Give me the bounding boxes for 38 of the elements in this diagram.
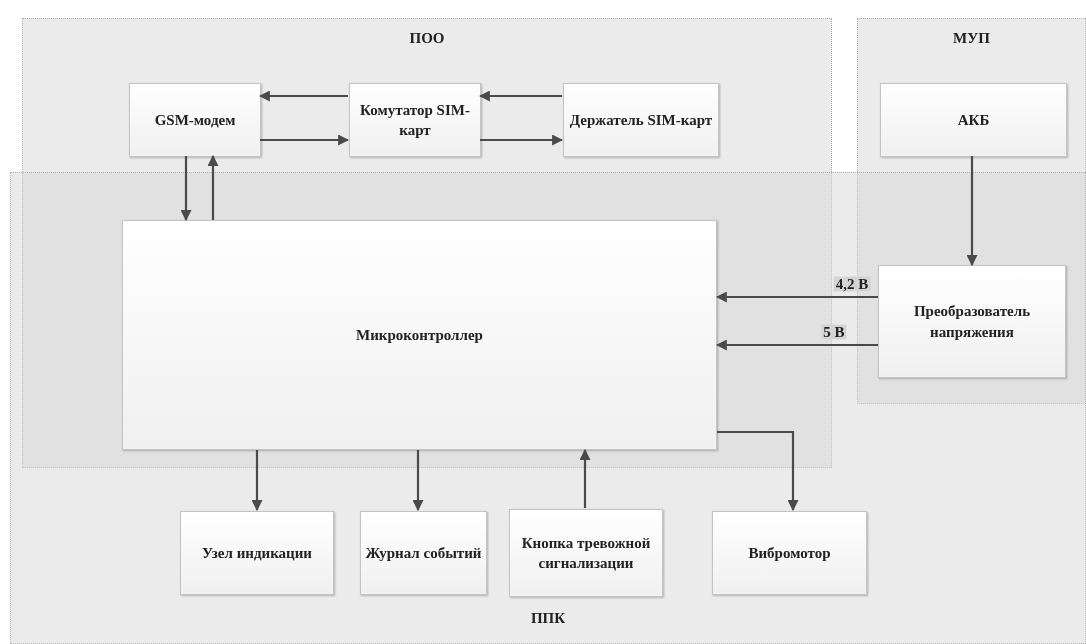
block-box: [360, 511, 487, 595]
block-label: GSM-модем: [154, 110, 236, 130]
arrow: [258, 90, 348, 102]
block-box: [509, 509, 663, 597]
arrow: [260, 134, 350, 146]
block-label: АКБ: [957, 110, 990, 130]
block-box: [563, 83, 719, 157]
block-box: [349, 83, 481, 157]
region-title: ППК: [530, 608, 566, 628]
arrow: [180, 156, 192, 222]
block-label: Вибромотор: [748, 543, 831, 563]
block-box: [180, 511, 334, 595]
block-label: Кнопка тревожной сигнализации: [520, 533, 652, 573]
arrow: [478, 90, 562, 102]
block-label: Преобразователь напряжения: [912, 302, 1032, 342]
block-box: [878, 265, 1066, 378]
block-box: [880, 83, 1067, 157]
block-box: [129, 83, 261, 157]
block-box: [122, 220, 717, 450]
block-label: Журнал событий: [365, 543, 482, 563]
arrow: [579, 448, 591, 508]
block-label: Микроконтроллер: [356, 325, 483, 345]
arrow: [966, 156, 978, 267]
edge-label: 4,2 В: [833, 276, 871, 292]
arrow: [412, 450, 424, 512]
region-title: ПОО: [409, 29, 445, 48]
arrow: [715, 291, 878, 303]
region-title: МУП: [953, 29, 990, 48]
block-label: Узел индикации: [202, 543, 312, 563]
block-label: Комутатор SIM-карт: [359, 100, 471, 140]
edge-label: 5 В: [821, 324, 847, 340]
block-label: Держатель SIM-карт: [569, 110, 713, 130]
arrow: [717, 430, 799, 512]
arrow: [480, 134, 564, 146]
arrow: [251, 450, 263, 512]
arrow: [207, 154, 219, 220]
arrow: [715, 339, 878, 351]
block-box: [712, 511, 867, 595]
